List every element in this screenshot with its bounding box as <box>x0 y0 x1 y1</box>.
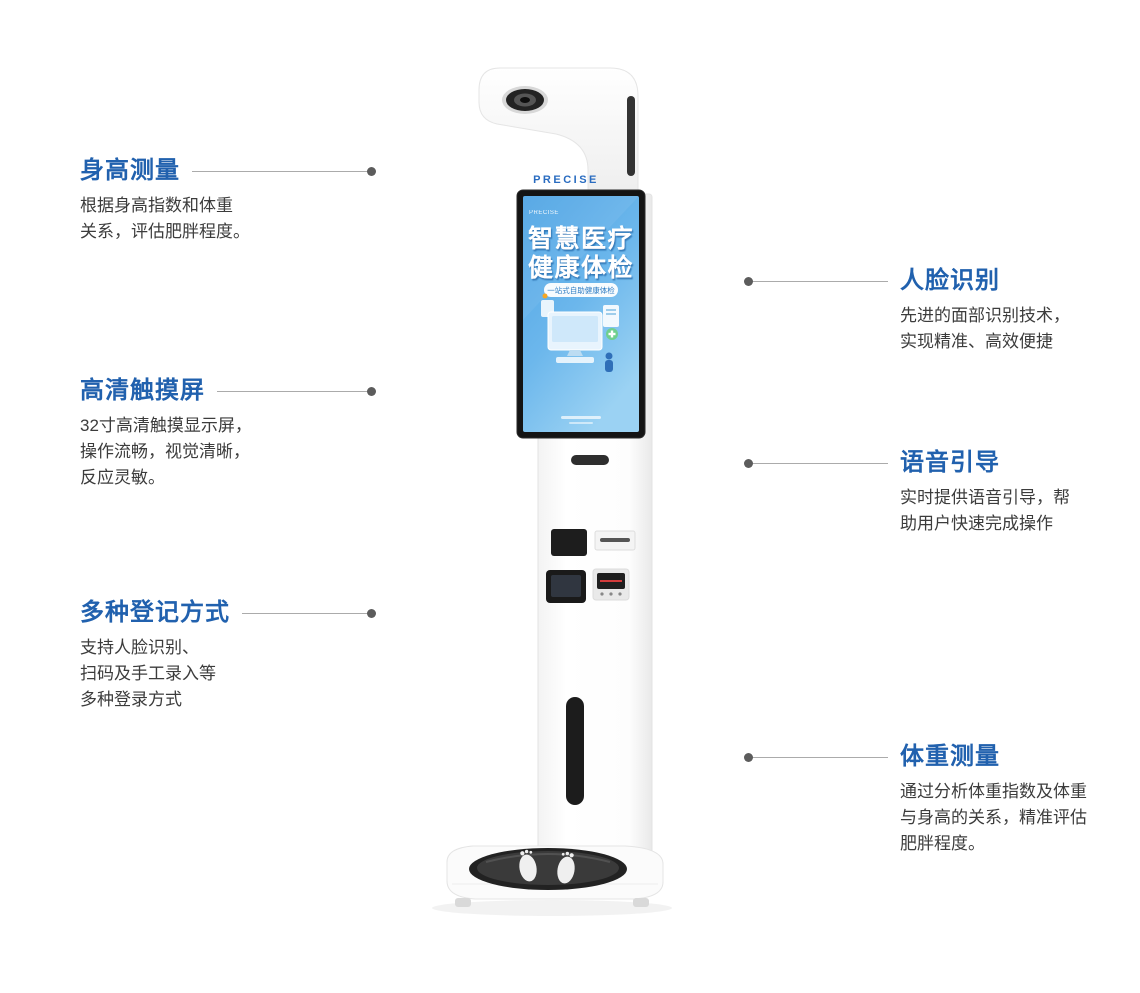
feature-height-measurement: 身高测量 根据身高指数和体重 关系，评估肥胖程度。 <box>80 156 376 245</box>
feature-desc: 先进的面部识别技术， 实现精准、高效便捷 <box>900 303 1108 355</box>
ground-shadow <box>432 900 672 916</box>
connector-dot <box>367 386 376 396</box>
feature-desc-line: 32寸高清触摸显示屏， <box>80 416 252 435</box>
feature-voice-guidance: 语音引导 实时提供语音引导，帮 助用户快速完成操作 <box>744 448 1108 537</box>
connector-line <box>744 276 888 286</box>
screen-title-line2: 健康体检 <box>528 253 634 282</box>
footprints <box>519 849 575 884</box>
screen-illustration <box>541 293 619 424</box>
feature-desc-line: 肥胖程度。 <box>900 834 985 853</box>
screen-title-line1: 智慧医疗 <box>528 224 634 253</box>
feature-desc: 实时提供语音引导，帮 助用户快速完成操作 <box>900 485 1108 537</box>
feature-face-recognition: 人脸识别 先进的面部识别技术， 实现精准、高效便捷 <box>744 266 1108 355</box>
feature-desc-line: 实现精准、高效便捷 <box>900 332 1053 351</box>
head-sensor-strip <box>627 96 635 176</box>
display-screen: PRECISE 智慧医疗 健康体检 一站式自助健康体检 <box>516 189 646 439</box>
barcode-scanner <box>592 568 630 601</box>
feature-desc-line: 助用户快速完成操作 <box>900 514 1053 533</box>
connector-dot <box>367 166 376 176</box>
feature-title: 高清触摸屏 <box>80 377 205 404</box>
brand-logo: PRECISE <box>533 174 599 186</box>
feature-title: 体重测量 <box>900 743 1000 770</box>
feature-hd-touchscreen: 高清触摸屏 32寸高清触摸显示屏， 操作流畅，视觉清晰， 反应灵敏。 <box>80 376 376 491</box>
feature-desc: 32寸高清触摸显示屏， 操作流畅，视觉清晰， 反应灵敏。 <box>80 413 372 491</box>
scale-base <box>446 845 664 907</box>
feature-registration-methods: 多种登记方式 支持人脸识别、 扫码及手工录入等 多种登录方式 <box>80 598 376 713</box>
feature-desc: 根据身高指数和体重 关系，评估肥胖程度。 <box>80 193 372 245</box>
connector-line <box>744 752 888 762</box>
screen-brand-logo: PRECISE <box>529 210 559 216</box>
feature-desc-line: 多种登录方式 <box>80 690 182 709</box>
feature-desc-line: 先进的面部识别技术， <box>900 306 1070 325</box>
connector-dot <box>744 458 753 468</box>
connector-dot <box>744 752 753 762</box>
feature-title: 身高测量 <box>80 157 180 184</box>
connector-line <box>192 166 376 176</box>
feature-desc: 支持人脸识别、 扫码及手工录入等 多种登录方式 <box>80 635 372 713</box>
connector-line <box>217 386 376 396</box>
feature-desc-line: 与身高的关系，精准评估 <box>900 808 1087 827</box>
kiosk-body-column <box>537 193 653 861</box>
overhead-camera-lens <box>502 86 548 114</box>
feature-desc-line: 扫码及手工录入等 <box>80 664 216 683</box>
small-display <box>546 570 586 603</box>
connector-line <box>242 608 376 618</box>
feature-desc-line: 反应灵敏。 <box>80 468 165 487</box>
feature-desc-line: 操作流畅，视觉清晰， <box>80 442 250 461</box>
speaker-slot <box>571 455 609 465</box>
feature-title: 多种登记方式 <box>80 599 230 626</box>
feature-weight-measurement: 体重测量 通过分析体重指数及体重 与身高的关系，精准评估 肥胖程度。 <box>744 742 1108 857</box>
feature-desc: 通过分析体重指数及体重 与身高的关系，精准评估 肥胖程度。 <box>900 779 1108 857</box>
connector-dot <box>744 276 753 286</box>
feature-desc-line: 通过分析体重指数及体重 <box>900 782 1087 801</box>
scanner-window <box>551 529 587 556</box>
feature-desc-line: 支持人脸识别、 <box>80 638 199 657</box>
screen-badge: 一站式自助健康体检 <box>544 283 618 297</box>
height-sensor-bar <box>566 697 584 805</box>
printer-slot <box>594 530 636 551</box>
feature-title: 人脸识别 <box>900 267 1000 294</box>
feature-title: 语音引导 <box>900 449 1000 476</box>
feature-desc-line: 根据身高指数和体重 <box>80 196 233 215</box>
feature-desc-line: 关系，评估肥胖程度。 <box>80 222 250 241</box>
connector-line <box>744 458 888 468</box>
camera-head-arm <box>478 67 639 196</box>
feature-desc-line: 实时提供语音引导，帮 <box>900 488 1070 507</box>
svg-text:一站式自助健康体检: 一站式自助健康体检 <box>547 285 615 295</box>
connector-dot <box>367 608 376 618</box>
